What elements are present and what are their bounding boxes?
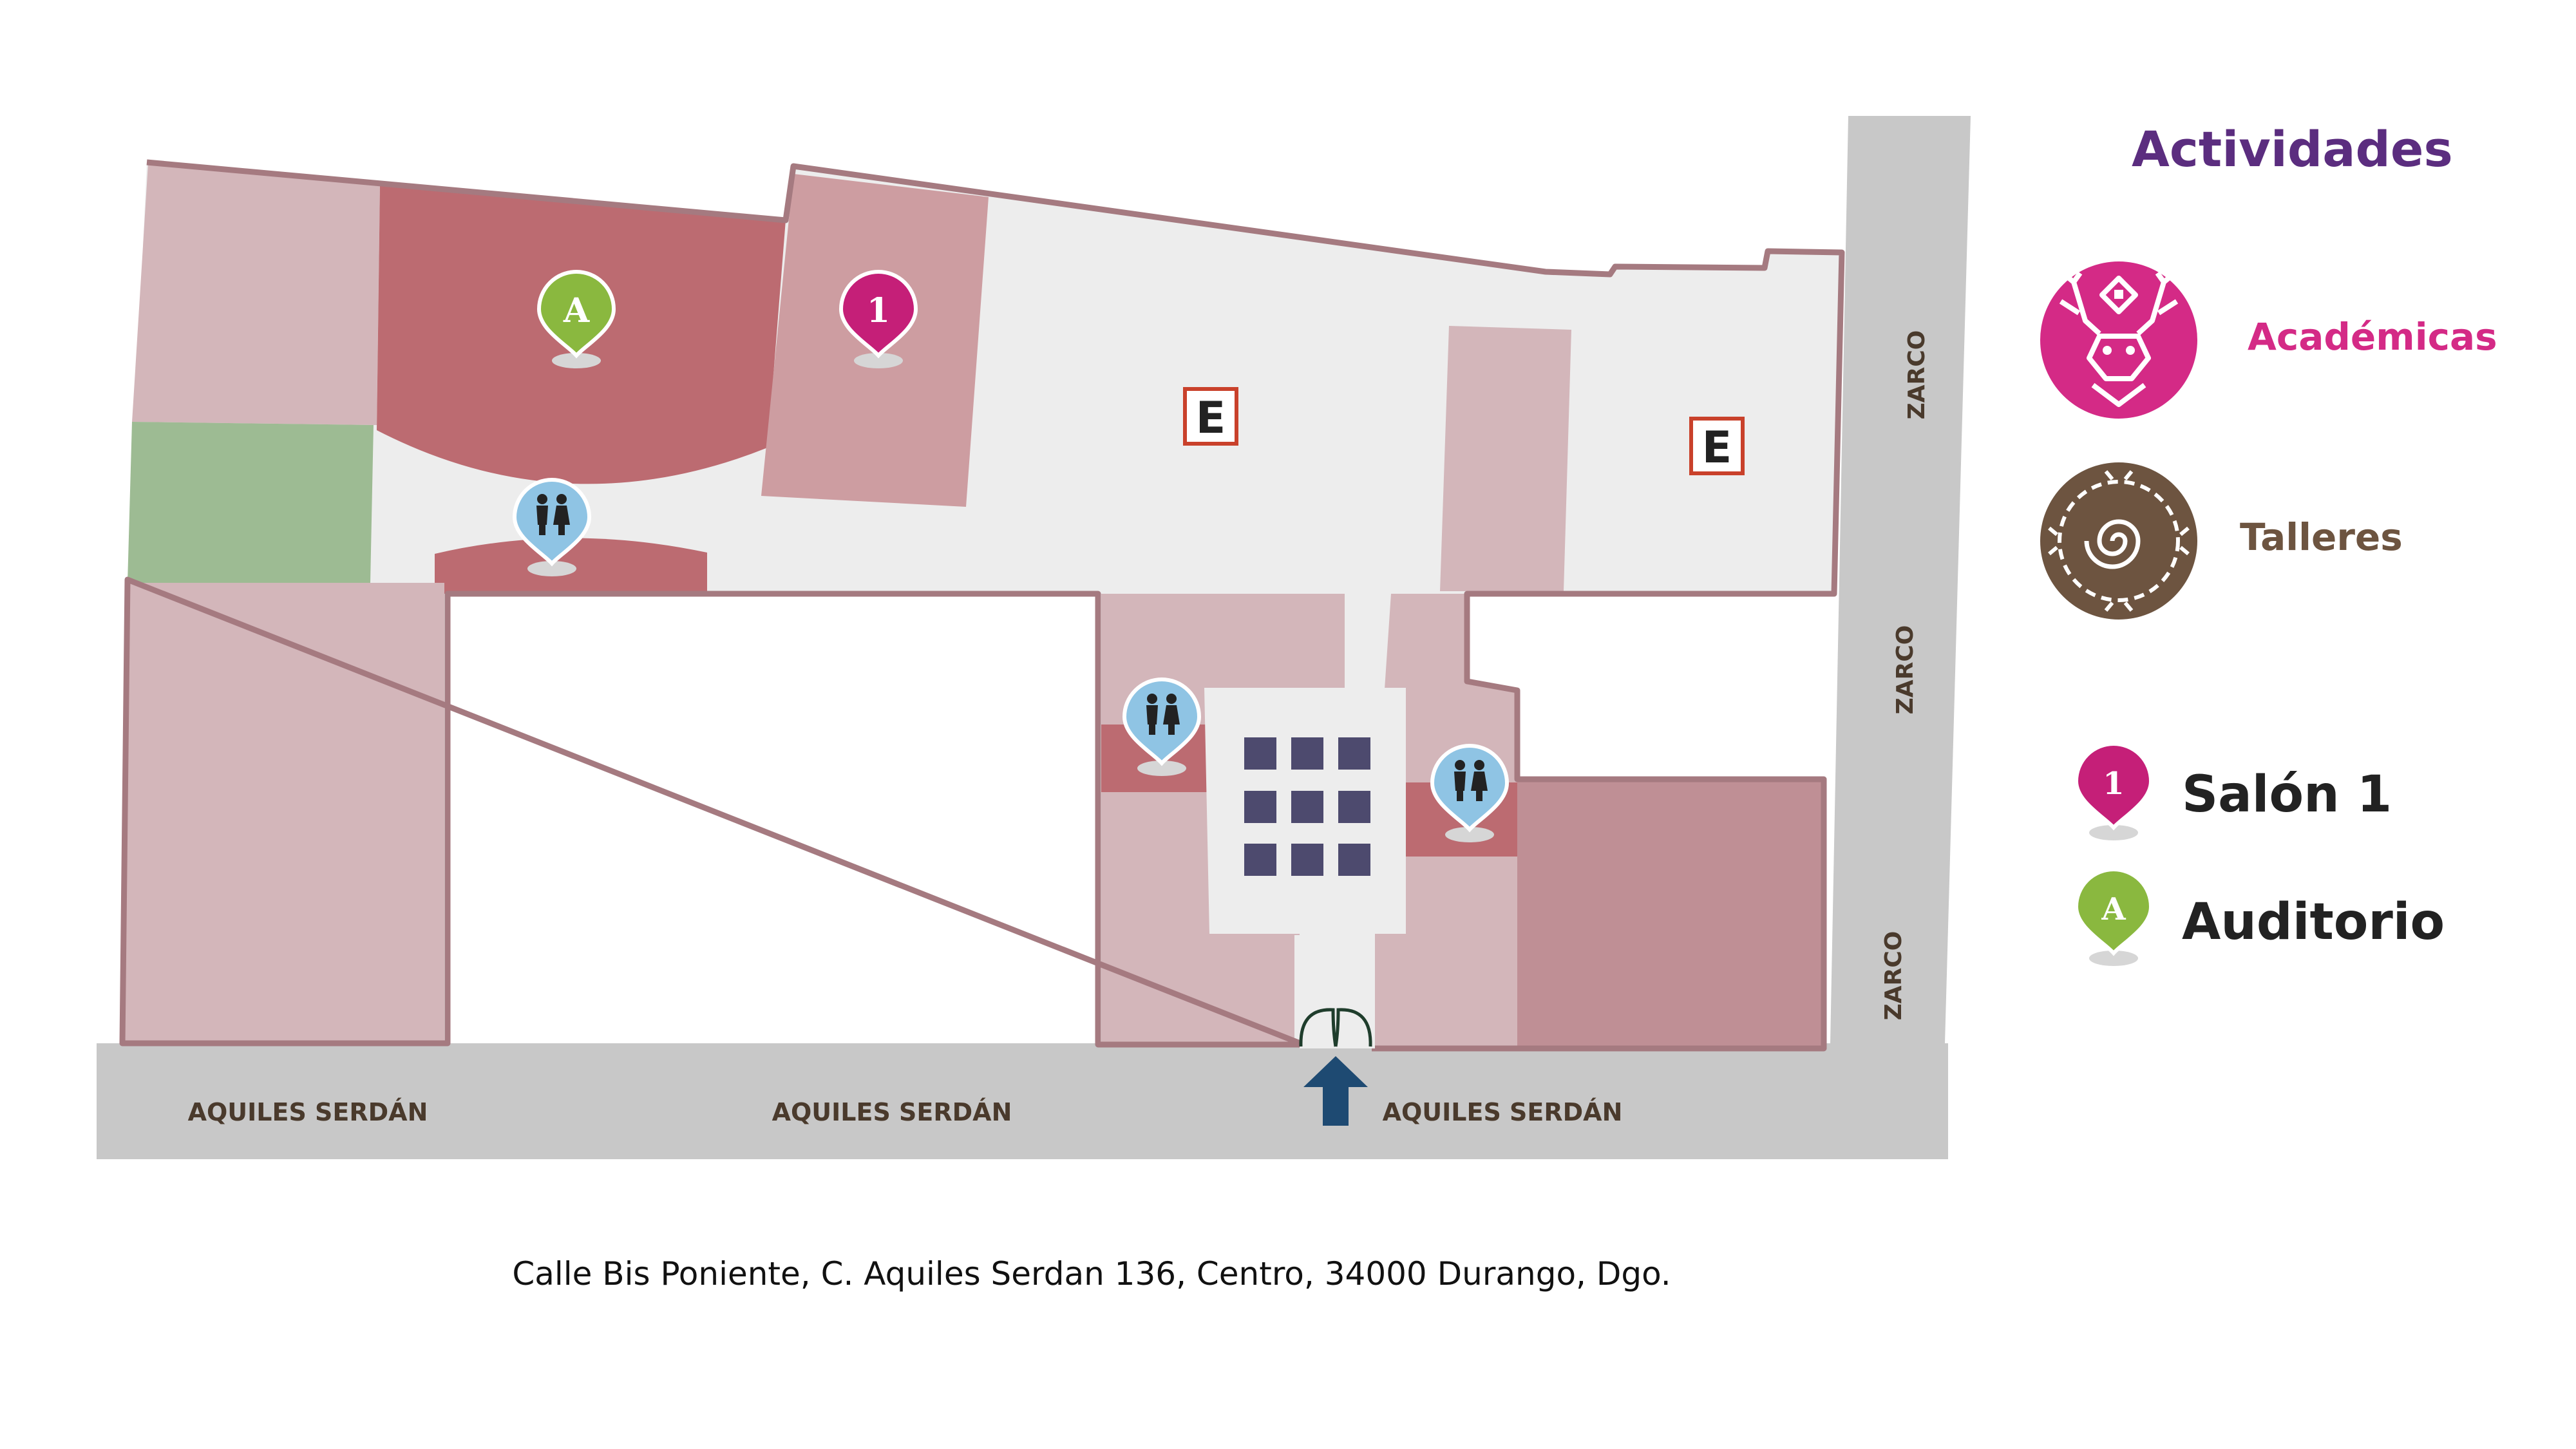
garden xyxy=(128,422,374,583)
auditorio-legend-marker-icon: A xyxy=(2076,869,2151,966)
street-label-east: ZARCO xyxy=(1892,625,1918,715)
room-southeast xyxy=(1517,779,1824,1048)
tile-grid xyxy=(1244,737,1370,876)
stairs-marker[interactable]: E xyxy=(1689,417,1745,475)
tile xyxy=(1291,844,1323,876)
street-label-east: ZARCO xyxy=(1880,931,1907,1021)
legend-talleres-label: Talleres xyxy=(2240,515,2403,559)
auditorio-marker-icon[interactable]: A xyxy=(539,272,614,368)
room-southwest xyxy=(122,583,444,1043)
tile xyxy=(1338,737,1370,770)
auditorio-marker-label: A xyxy=(563,291,590,330)
salon-1-legend-marker-label: 1 xyxy=(2103,766,2124,802)
legend-academicas-label: Académicas xyxy=(2248,315,2497,359)
street-label-south: AQUILES SERDÁN xyxy=(772,1098,1012,1126)
salon-1-legend-marker-icon: 1 xyxy=(2076,744,2151,840)
talleres-emblem-icon xyxy=(2040,462,2197,620)
tile xyxy=(1338,844,1370,876)
tile xyxy=(1291,791,1323,823)
room-northwest xyxy=(132,164,380,425)
room-central-east xyxy=(1440,326,1571,591)
street-label-south: AQUILES SERDÁN xyxy=(1383,1098,1623,1126)
entrance-arrow-icon[interactable] xyxy=(1303,1056,1368,1126)
street-zarco xyxy=(1826,116,1971,1159)
tile xyxy=(1338,791,1370,823)
building-walls xyxy=(119,159,1845,1052)
legend-salon-1-label: Salón 1 xyxy=(2182,766,2392,824)
street-aquiles-serdan xyxy=(97,1043,1948,1159)
legend-auditorio-label: Auditorio xyxy=(2182,893,2445,951)
tile xyxy=(1244,791,1276,823)
address: Calle Bis Poniente, C. Aquiles Serdan 13… xyxy=(512,1255,1671,1293)
academicas-emblem-icon xyxy=(2040,261,2197,419)
street-label-east: ZARCO xyxy=(1904,330,1930,420)
entrance-door xyxy=(1299,1008,1372,1047)
street-label-south: AQUILES SERDÁN xyxy=(188,1098,428,1126)
tile xyxy=(1244,844,1276,876)
stairs-marker[interactable]: E xyxy=(1183,387,1238,446)
tile xyxy=(1244,737,1276,770)
legend-title: Actividades xyxy=(2132,120,2453,178)
tile xyxy=(1291,737,1323,770)
salon-1-marker-icon[interactable]: 1 xyxy=(841,272,916,368)
salon-1-marker-label: 1 xyxy=(867,291,890,330)
stairs-label: E xyxy=(1196,393,1226,444)
stairs-label: E xyxy=(1702,422,1732,473)
auditorio-legend-marker-label: A xyxy=(2101,891,2126,927)
